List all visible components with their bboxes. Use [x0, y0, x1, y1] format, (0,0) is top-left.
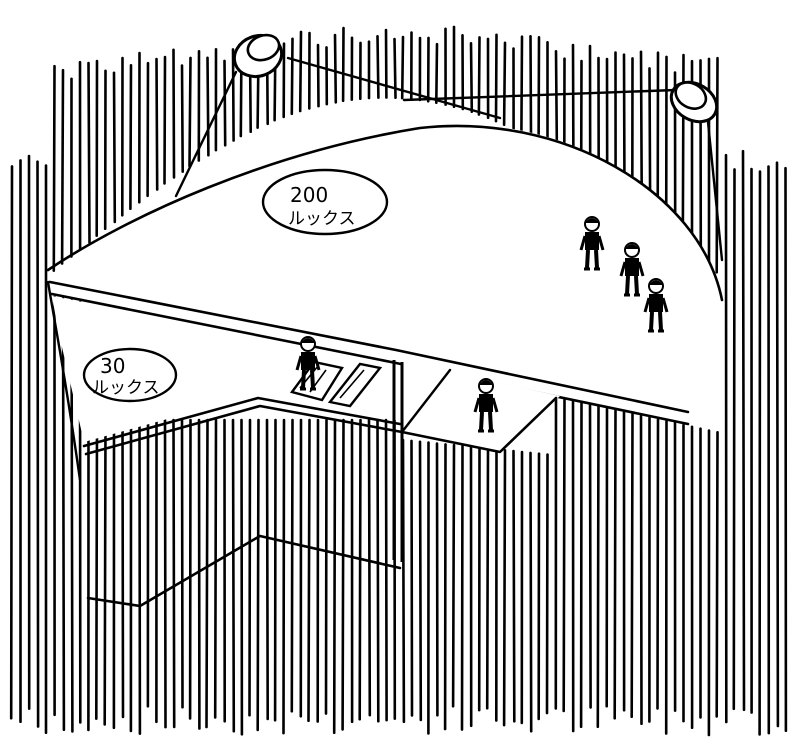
hatch-stroke [165, 57, 166, 183]
hatch-stroke [174, 420, 175, 727]
hatch-stroke [471, 43, 472, 111]
hatch-stroke [378, 420, 379, 721]
hatch-stroke [564, 400, 565, 711]
hatch-stroke [335, 35, 336, 102]
hatch-stroke [360, 420, 361, 719]
hatch-stroke [531, 36, 532, 137]
hatch-stroke [258, 420, 259, 730]
hatch-stroke [412, 441, 413, 716]
hatch-stroke [531, 453, 532, 731]
hatch-stroke [326, 420, 327, 714]
hatch-stroke [114, 73, 115, 222]
hatch-stroke [123, 420, 124, 717]
hatch-stroke [250, 420, 251, 715]
lux-unit-30: ルックス [92, 378, 160, 398]
hatch-stroke [284, 420, 285, 733]
hatch-stroke [62, 70, 63, 263]
lux-value-30: 30 [100, 354, 125, 378]
hatch-stroke [130, 65, 131, 208]
hatch-stroke [547, 455, 548, 713]
hatch-stroke [632, 414, 633, 717]
lux-unit-200: ルックス [288, 209, 356, 229]
hatch-stroke [615, 411, 616, 719]
hatch-stroke [318, 45, 319, 106]
hatch-stroke [734, 169, 735, 708]
hatch-stroke [479, 37, 480, 114]
hatch-stroke [96, 420, 97, 719]
support-post [394, 360, 402, 562]
lux-label-30: 30 ルックス [84, 349, 176, 401]
hatch-stroke [38, 162, 39, 727]
hatch-stroke [54, 66, 55, 270]
hatch-stroke [487, 449, 488, 709]
hatch-stroke [225, 61, 226, 145]
hatch-stroke [598, 407, 599, 727]
hatch-stroke [658, 420, 659, 709]
hatch-stroke [590, 405, 591, 707]
hatch-stroke [267, 420, 268, 719]
hatch-stroke [436, 44, 437, 102]
hatch-stroke [215, 420, 216, 717]
hatch-stroke [165, 420, 166, 727]
hatch-stroke [105, 420, 106, 724]
hatch-stroke [190, 58, 191, 166]
hatch-stroke [292, 39, 293, 114]
hatch-stroke [182, 420, 183, 707]
hatch-stroke [462, 446, 463, 729]
hatch-stroke [717, 432, 718, 716]
hatch-stroke [11, 166, 12, 718]
hatch-stroke [514, 451, 515, 721]
lux-value-200: 200 [290, 183, 328, 207]
hatch-stroke [309, 420, 310, 721]
floodlight-icon [664, 74, 724, 129]
hatch-stroke [292, 420, 293, 711]
hatch-stroke [496, 35, 497, 121]
hatch-stroke [334, 420, 335, 733]
hatch-stroke [233, 49, 234, 140]
hatch-stroke [378, 36, 379, 97]
hatch-stroke [369, 420, 370, 715]
hatch-stroke [743, 151, 744, 710]
hatch-stroke [777, 163, 778, 726]
hatch-stroke [207, 420, 208, 727]
hatch-stroke [717, 58, 718, 272]
hatch-stroke [233, 420, 234, 731]
hatch-stroke [174, 50, 175, 178]
hatch-stroke [208, 58, 209, 155]
hatch-stroke [504, 43, 505, 125]
hatch-stroke [504, 450, 505, 725]
hatch-stroke [521, 37, 522, 133]
hatch-stroke [182, 66, 183, 172]
hatch-stroke [420, 442, 421, 720]
hatch-stroke [343, 420, 344, 729]
hatch-stroke [300, 32, 301, 111]
hatch-stroke [556, 51, 557, 151]
floodlight-icon [229, 29, 288, 83]
hatch-stroke [157, 59, 158, 189]
hatch-stroke [453, 445, 454, 706]
hatch-stroke [641, 416, 642, 724]
lux-label-200: 200 ルックス [263, 170, 387, 234]
hatch-stroke [402, 37, 403, 98]
hatch-stroke [89, 63, 90, 243]
hatch-stroke [386, 420, 387, 720]
